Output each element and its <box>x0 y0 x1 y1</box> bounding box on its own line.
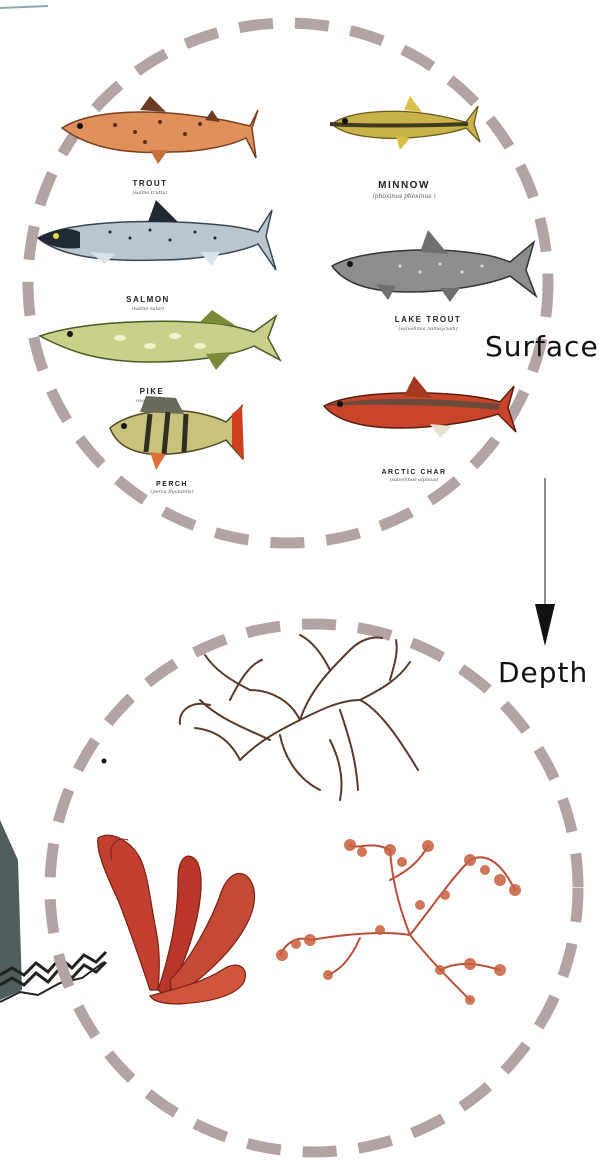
pike-illustration <box>40 310 280 370</box>
perch-illustration <box>110 396 244 470</box>
arctic-char-latin: (salvelinus alpinus) <box>389 476 438 483</box>
lake-trout-latin: (salvelinus namaycush) <box>398 325 457 332</box>
minnow-illustration <box>330 96 480 150</box>
trout-name: TROUT <box>132 179 167 188</box>
minnow-latin: (phoxinus phoxinus ) <box>372 193 436 200</box>
salmon-illustration <box>38 200 276 270</box>
arctic-char-name: ARCTIC CHAR <box>381 469 446 476</box>
salmon-name: SALMON <box>126 295 170 304</box>
pike-name: PIKE <box>140 387 165 396</box>
salmon-latin: (salmo salar) <box>132 305 165 312</box>
perch-latin: (perca fluviatilis) <box>150 488 193 495</box>
surface-label: Surface <box>485 330 599 363</box>
lake-trout-illustration <box>332 230 536 302</box>
minnow-name: MINNOW <box>378 180 430 191</box>
red-feathery-seaweed-illustration <box>280 845 515 1000</box>
marker-dot <box>102 759 107 764</box>
trout-illustration <box>62 96 258 164</box>
perch-name: PERCH <box>156 481 188 488</box>
red-feathery-seaweed-fronds <box>276 839 521 1005</box>
trout-latin: (salmo trutta) <box>132 189 167 196</box>
red-leafy-seaweed-illustration <box>98 835 255 1004</box>
arctic-char-illustration <box>324 376 516 438</box>
depth-arrow <box>535 478 555 646</box>
lake-trout-name: LAKE TROUT <box>395 315 462 324</box>
brown-branching-seaweed-illustration <box>180 635 418 800</box>
depth-label: Depth <box>498 656 588 689</box>
